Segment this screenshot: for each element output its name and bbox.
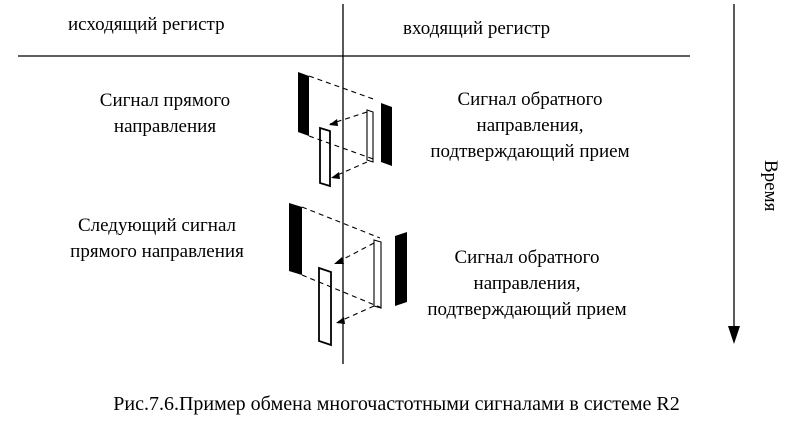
backward-signal-2-path-top <box>335 242 375 264</box>
forward-signal-2-path-bottom <box>301 274 383 309</box>
received-signal-1-bar <box>381 103 392 166</box>
exchange-1 <box>298 72 392 188</box>
forward-signal-2-label: Следующий сигнал прямого направления <box>22 213 292 265</box>
incoming-register-header: входящий регистр <box>403 18 551 39</box>
exchange-2 <box>289 203 407 347</box>
backward-signal-1-label-line-2: направления, <box>476 115 584 136</box>
time-axis-arrowhead <box>728 326 740 344</box>
backward-signal-2-label-line-1: Сигнал обратного <box>454 247 600 268</box>
forward-signal-1-bar <box>298 72 309 136</box>
time-axis-label: Время <box>760 160 781 212</box>
received-signal-2-bar <box>395 232 407 306</box>
backward-signal-1-path-top <box>329 111 368 125</box>
figure-caption: Рис.7.6.Пример обмена многочастотными си… <box>113 393 680 415</box>
backward-signal-2-arrow-top <box>334 257 344 264</box>
backward-signal-1-source <box>366 109 374 163</box>
forward-signal-1-path-top <box>308 75 377 101</box>
backward-signal-2-arrow-bottom <box>336 317 345 324</box>
backward-signal-2-label-line-2: направления, <box>473 273 581 294</box>
backward-signal-1-received-bar <box>319 126 331 188</box>
forward-signal-1-label-line-2: направления <box>113 116 217 137</box>
backward-signal-2-received-bar <box>318 266 332 347</box>
forward-signal-1-label-line-1: Сигнал прямого <box>99 90 231 111</box>
forward-signal-2-path-top <box>301 206 381 239</box>
backward-signal-2-source <box>373 239 382 309</box>
backward-signal-2-path-bottom <box>337 305 375 323</box>
forward-signal-2-bar <box>289 203 302 275</box>
backward-signal-1-arrow-top <box>329 119 338 126</box>
backward-signal-1-label-line-3: подтверждающий прием <box>430 141 630 162</box>
forward-signal-1-label: Сигнал прямого направления <box>40 88 290 140</box>
forward-signal-2-label-line-2: прямого направления <box>70 241 244 262</box>
outgoing-register-header: исходящий регистр <box>68 14 225 35</box>
backward-signal-2-label: Сигнал обратного направления, подтвержда… <box>392 245 662 323</box>
backward-signal-1-label-line-1: Сигнал обратного <box>457 89 603 110</box>
backward-signal-1-label: Сигнал обратного направления, подтвержда… <box>395 87 665 165</box>
forward-signal-2-label-line-1: Следующий сигнал <box>77 215 237 236</box>
backward-signal-1-arrow-bottom <box>331 172 340 179</box>
backward-signal-2-label-line-3: подтверждающий прием <box>427 299 627 320</box>
